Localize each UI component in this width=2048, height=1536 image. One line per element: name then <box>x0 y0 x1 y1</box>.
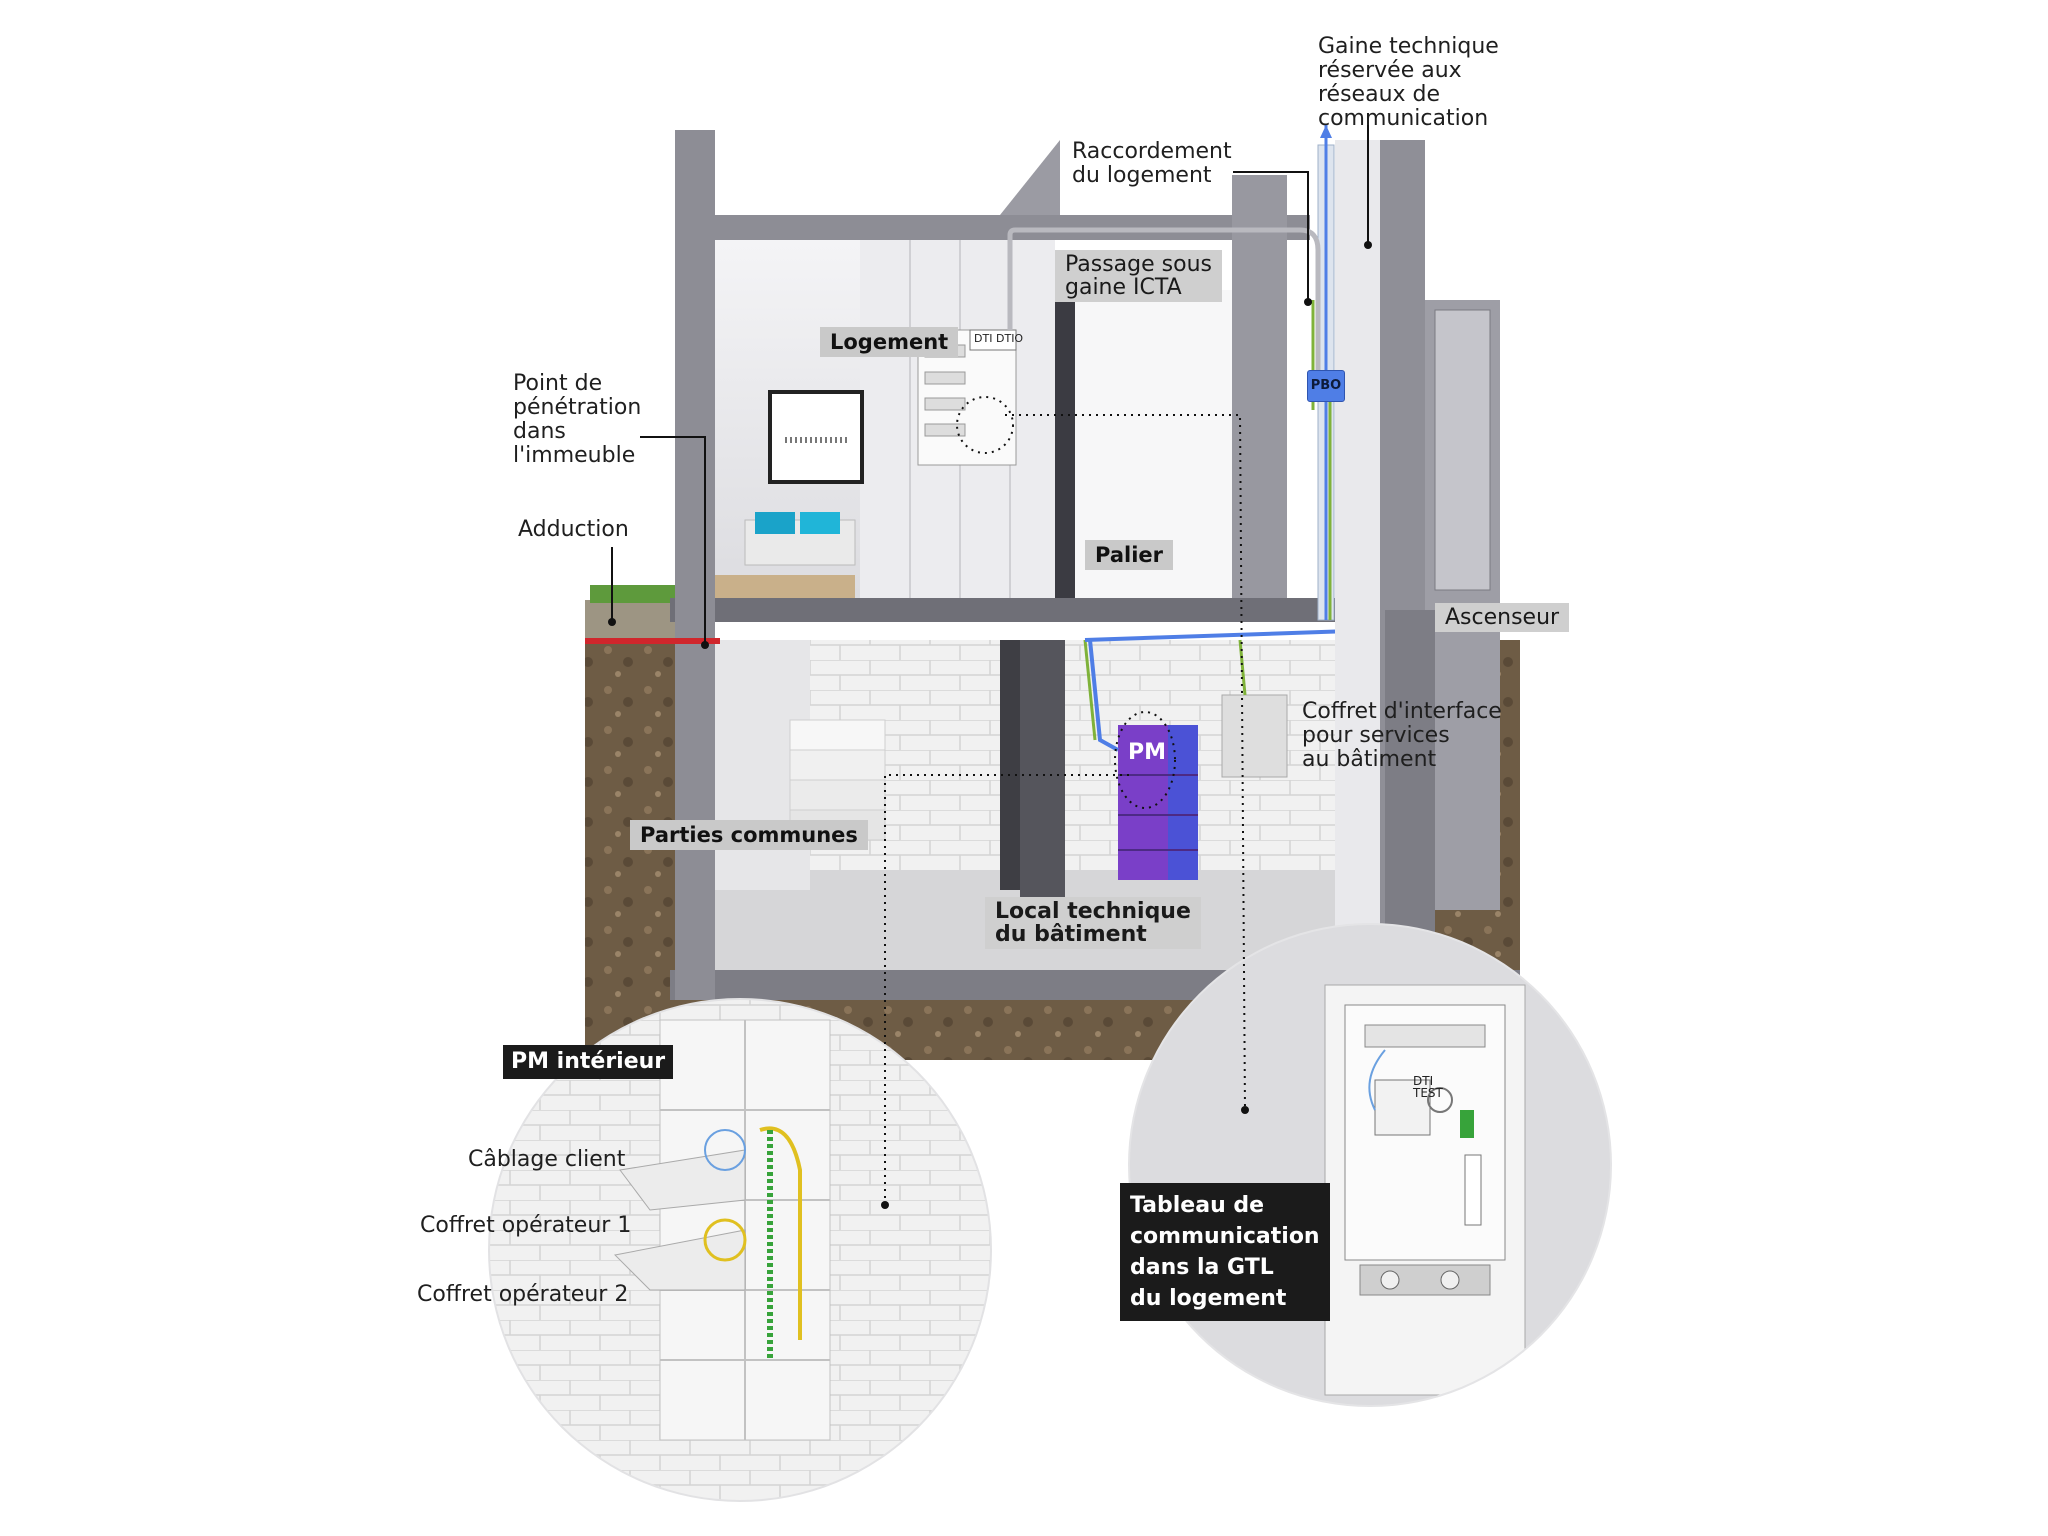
point-penetration-label: Point de pénétration dans l'immeuble <box>513 371 642 468</box>
partition-dark <box>1020 640 1065 900</box>
pbo-box: PBO <box>1307 370 1345 402</box>
logement-label: Logement <box>820 327 959 357</box>
roof-edge <box>1000 140 1060 215</box>
adduction-label: Adduction <box>518 517 629 542</box>
shaft-panel <box>1335 140 1380 950</box>
coffret-operateur-2-label: Coffret opérateur 2 <box>417 1282 629 1307</box>
door-frame <box>1000 640 1020 890</box>
dtio-text: DTIO <box>996 332 1024 345</box>
dti-test-text: DTI TEST <box>1413 1074 1443 1100</box>
pm-label: PM <box>1128 740 1167 765</box>
leader-dots <box>608 241 1372 1209</box>
right-wall-lower <box>1385 610 1435 970</box>
fiber-cable <box>1084 628 1381 642</box>
landing-door <box>1055 300 1075 598</box>
ground-surface <box>585 600 685 640</box>
cablage-client-label: Câblage client <box>468 1147 626 1172</box>
ascenseur-label: Ascenseur <box>1435 603 1570 632</box>
coffret-interface-label: Coffret d'interface pour services au bât… <box>1302 699 1502 772</box>
coffret-interface-box <box>1221 694 1288 778</box>
sofa <box>744 512 856 566</box>
leader-lines <box>611 120 1369 645</box>
dotted-connectors <box>884 396 1246 1205</box>
dti-text: DTI <box>974 332 993 345</box>
parties-communes-label: Parties communes <box>630 820 868 850</box>
raccordement-label: Raccordement du logement <box>1072 139 1232 188</box>
coffret-operateur-1-label: Coffret opérateur 1 <box>420 1213 632 1238</box>
palier-label: Palier <box>1085 540 1173 570</box>
pm-cabinet <box>1118 725 1198 880</box>
tableau-communication-label: Tableau de communication dans la GTL du … <box>1120 1183 1330 1321</box>
fiber-cable <box>1083 639 1097 741</box>
grass <box>590 585 680 603</box>
passage-gaine-label: Passage sous gaine ICTA <box>1055 250 1222 302</box>
local-technique-label: Local technique du bâtiment <box>985 897 1201 949</box>
pm-interieur-label: PM intérieur <box>503 1045 674 1079</box>
gaine-technique-label: Gaine technique réservée aux réseaux de … <box>1318 34 1499 131</box>
floor-wood <box>715 575 855 598</box>
ground-floor-slab <box>670 598 1390 622</box>
elevator-door <box>1434 309 1491 591</box>
fiber-cable <box>1088 639 1119 752</box>
left-wall <box>675 130 715 1000</box>
icta-conduit <box>1007 227 1321 395</box>
partition-wall <box>1232 175 1287 598</box>
